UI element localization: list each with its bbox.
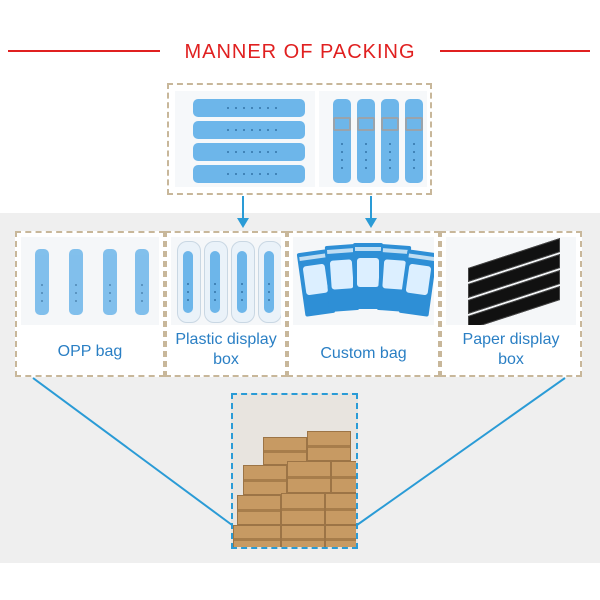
carton-image xyxy=(281,493,325,525)
packing-label: OPP bag xyxy=(57,343,123,360)
carton-image xyxy=(287,461,331,493)
carton-image xyxy=(307,431,351,461)
strap-image xyxy=(237,251,247,313)
header-rule-right xyxy=(440,50,590,52)
connector-line-right xyxy=(356,377,566,526)
packing-card-plastic-display-box: Plastic display box xyxy=(165,231,287,377)
carton-image xyxy=(237,495,281,525)
packing-card-opp-bag: OPP bag xyxy=(15,231,165,377)
strap-image xyxy=(405,99,423,183)
packing-label: Custom bag xyxy=(320,345,407,362)
packing-label-line1: Plastic display xyxy=(175,331,277,348)
product-photo-frame xyxy=(167,83,432,195)
carton-image xyxy=(243,465,287,495)
buckle-icon xyxy=(357,117,375,131)
strap-image xyxy=(333,99,351,183)
arrow-down-icon xyxy=(237,196,249,228)
vertical-straps-photo xyxy=(319,91,427,187)
packing-card-custom-bag: Custom bag xyxy=(287,231,440,377)
carton-image xyxy=(263,437,307,465)
page-title: MANNER OF PACKING xyxy=(184,41,416,63)
strap-image xyxy=(35,249,49,315)
strap-image xyxy=(103,249,117,315)
buckle-icon xyxy=(405,117,423,131)
strap-image xyxy=(69,249,83,315)
header-rule-left xyxy=(8,50,160,52)
custom-bag-photo xyxy=(293,237,434,325)
carton-image xyxy=(281,525,325,547)
packing-label-line2: box xyxy=(213,351,239,368)
strap-image xyxy=(193,121,305,139)
strap-image xyxy=(193,143,305,161)
strap-image xyxy=(357,99,375,183)
carton-stack-photo xyxy=(231,393,358,549)
paper-display-box-photo xyxy=(446,237,576,325)
carton-image xyxy=(233,525,281,547)
strap-image xyxy=(264,251,274,313)
horizontal-straps-photo xyxy=(175,91,315,187)
strap-image xyxy=(135,249,149,315)
carton-image xyxy=(325,525,356,547)
plastic-display-box-photo xyxy=(171,237,281,325)
buckle-icon xyxy=(381,117,399,131)
packing-card-paper-display-box: Paper display box xyxy=(440,231,582,377)
strap-image xyxy=(381,99,399,183)
opp-bag-photo xyxy=(21,237,159,325)
strap-image xyxy=(193,99,305,117)
packing-label-line1: Paper display xyxy=(462,331,560,348)
packing-label-line2: box xyxy=(498,351,524,368)
strap-image xyxy=(210,251,220,313)
strap-image xyxy=(183,251,193,313)
carton-image xyxy=(325,493,356,525)
buckle-icon xyxy=(333,117,351,131)
arrow-down-icon xyxy=(365,196,377,228)
carton-image xyxy=(331,461,356,493)
connector-line-left xyxy=(32,377,233,526)
strap-image xyxy=(193,165,305,183)
